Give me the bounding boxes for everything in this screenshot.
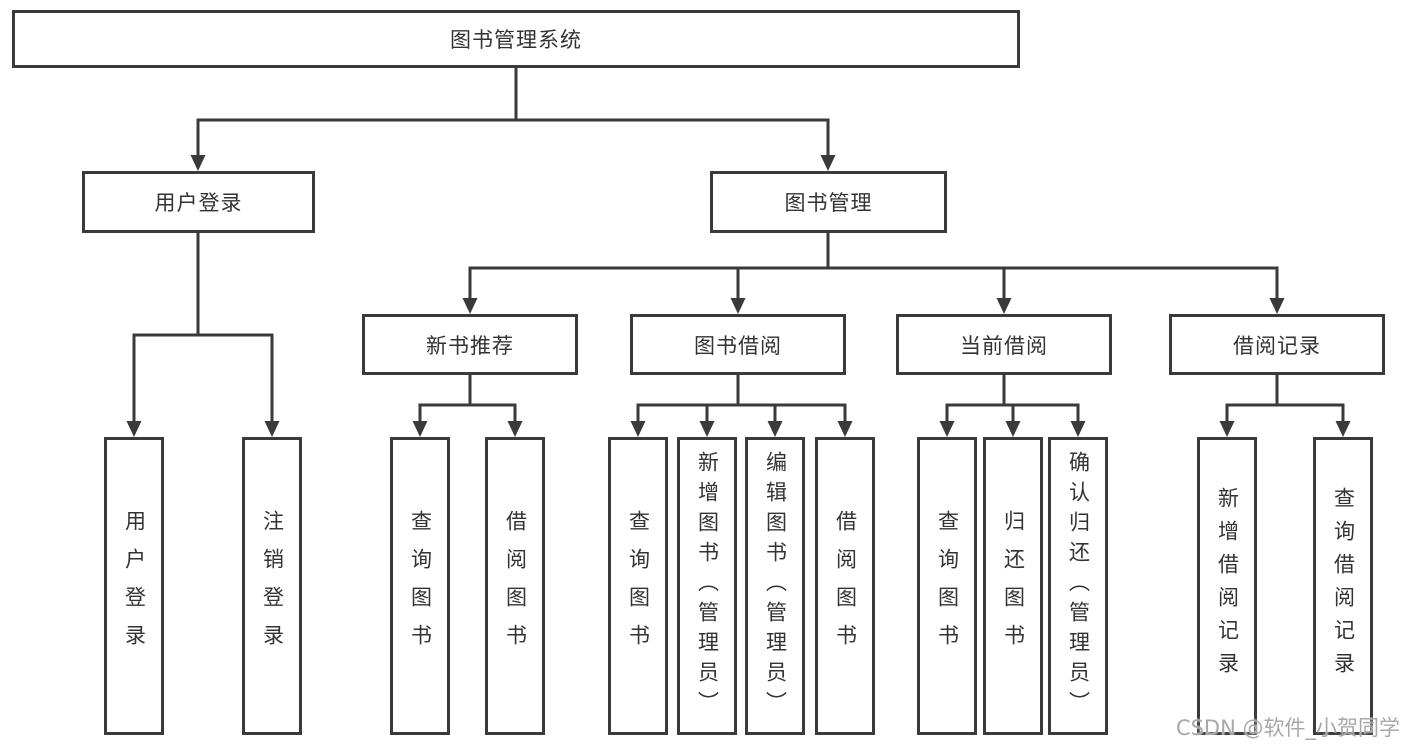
- leaf-label: 查询图书: [626, 510, 651, 662]
- leaf-query-books-borrowing: 查询图书: [608, 437, 668, 735]
- node-label: 图书管理: [784, 191, 873, 215]
- leaf-label: 查询图书: [935, 510, 960, 662]
- leaf-logout-login: 注销登录: [242, 437, 302, 735]
- leaf-return-books: 归还图书: [983, 437, 1043, 735]
- csdn-watermark: CSDN @软件_小贺同学: [1175, 716, 1400, 740]
- leaf-borrow-books-recommend: 借阅图书: [485, 437, 545, 735]
- leaf-label: 借阅图书: [503, 510, 528, 662]
- leaf-query-books-recommend: 查询图书: [390, 437, 450, 735]
- leaf-add-books-admin: 新增图书（管理员）: [677, 437, 737, 735]
- node-book-borrowing: 图书借阅: [630, 314, 846, 375]
- node-label: 当前借阅: [960, 333, 1048, 358]
- leaf-label: 用户登录: [122, 510, 147, 662]
- leaf-label: 查询借阅记录: [1331, 487, 1356, 685]
- leaf-query-borrow-record: 查询借阅记录: [1313, 437, 1373, 735]
- node-label: 用户登录: [154, 191, 243, 215]
- node-label: 图书管理系统: [450, 28, 582, 52]
- leaf-label: 借阅图书: [833, 510, 858, 662]
- leaf-label: 编辑图书（管理员）: [763, 451, 788, 721]
- leaf-label: 注销登录: [260, 510, 285, 662]
- leaf-edit-books-admin: 编辑图书（管理员）: [745, 437, 805, 735]
- node-current-borrowing: 当前借阅: [896, 314, 1112, 375]
- leaf-add-borrow-record: 新增借阅记录: [1197, 437, 1257, 735]
- leaf-label: 确认归还（管理员）: [1066, 451, 1091, 721]
- leaf-confirm-return-admin: 确认归还（管理员）: [1048, 437, 1108, 735]
- leaf-query-books-current: 查询图书: [917, 437, 977, 735]
- leaf-user-login: 用户登录: [104, 437, 164, 735]
- node-root-book-management-system: 图书管理系统: [12, 10, 1020, 68]
- leaf-label: 查询图书: [408, 510, 433, 662]
- node-new-book-recommendation: 新书推荐: [362, 314, 578, 375]
- leaf-label: 归还图书: [1001, 510, 1026, 662]
- node-user-login: 用户登录: [82, 171, 315, 233]
- node-book-management: 图书管理: [710, 171, 947, 233]
- node-label: 借阅记录: [1233, 333, 1321, 358]
- leaf-label: 新增图书（管理员）: [695, 451, 720, 721]
- leaf-label: 新增借阅记录: [1215, 487, 1240, 685]
- node-label: 新书推荐: [426, 333, 514, 358]
- leaf-borrow-books-borrowing: 借阅图书: [815, 437, 875, 735]
- node-borrowing-records: 借阅记录: [1169, 314, 1385, 375]
- node-label: 图书借阅: [694, 333, 782, 358]
